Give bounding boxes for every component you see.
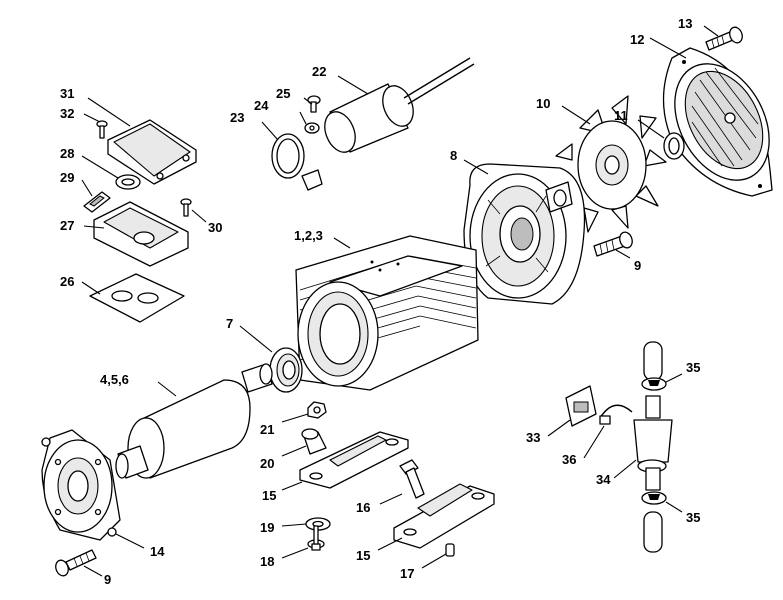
callout-22: 22 <box>312 64 326 79</box>
part-screw-25 <box>307 95 321 113</box>
part-foot-15-upper <box>299 431 409 489</box>
part-washer-11 <box>663 132 685 160</box>
callout-10: 10 <box>536 96 550 111</box>
callout-12: 12 <box>630 32 644 47</box>
callout-14: 14 <box>150 544 165 559</box>
callout-16: 16 <box>356 500 370 515</box>
part-screw-30 <box>180 198 192 217</box>
part-probe-36 <box>599 404 633 425</box>
callout-4-5-6: 4,5,6 <box>100 372 129 387</box>
part-screw-32 <box>96 120 108 139</box>
part-plate-29 <box>83 191 111 213</box>
part-terminal-box <box>93 201 189 267</box>
part-foot-15-lower <box>393 483 495 549</box>
part-screw-16 <box>399 459 425 499</box>
part-screw-9-front <box>55 549 97 577</box>
part-fan <box>555 95 667 233</box>
callout-9-front: 9 <box>104 572 111 587</box>
callout-35-lower: 35 <box>686 510 700 525</box>
callout-15-upper: 15 <box>262 488 276 503</box>
part-hose-clamp-35-upper <box>641 377 667 391</box>
callout-35-upper: 35 <box>686 360 700 375</box>
part-nut-24 <box>304 122 320 134</box>
callout-32: 32 <box>60 106 74 121</box>
callout-17: 17 <box>400 566 414 581</box>
part-gland-20 <box>301 428 327 455</box>
part-endshield-front <box>41 429 121 541</box>
callout-26: 26 <box>60 274 74 289</box>
callout-33: 33 <box>526 430 540 445</box>
part-bearing <box>269 347 303 393</box>
part-terminal-cover <box>107 119 197 185</box>
part-filter-34 <box>633 341 673 553</box>
callout-18: 18 <box>260 554 274 569</box>
leader-lines <box>81 25 719 577</box>
callout-24: 24 <box>254 98 269 113</box>
callout-20: 20 <box>260 456 274 471</box>
callout-11: 11 <box>614 108 628 123</box>
callout-21: 21 <box>260 422 274 437</box>
callout-36: 36 <box>562 452 576 467</box>
callout-15-lower: 15 <box>356 548 370 563</box>
callout-27: 27 <box>60 218 74 233</box>
part-fan-cover <box>662 47 773 197</box>
part-endshield-rear <box>463 163 586 305</box>
callout-28: 28 <box>60 146 74 161</box>
callout-13: 13 <box>678 16 692 31</box>
part-motor-housing <box>295 235 479 391</box>
part-pin-17 <box>445 543 455 557</box>
part-gasket-28 <box>115 174 141 190</box>
callout-1-2-3: 1,2,3 <box>294 228 323 243</box>
part-gasket-26 <box>89 273 185 323</box>
part-rotor <box>115 363 273 479</box>
part-nut-21 <box>307 401 327 419</box>
part-screw-13 <box>705 26 743 51</box>
part-clamp <box>271 133 323 191</box>
callout-34: 34 <box>596 472 611 487</box>
callout-23: 23 <box>230 110 244 125</box>
callout-25: 25 <box>276 86 290 101</box>
part-capacitor <box>324 57 475 153</box>
callout-9-rear: 9 <box>634 258 641 273</box>
part-screw-18 <box>307 525 325 551</box>
part-hose-clamp-35-lower <box>641 491 667 505</box>
callout-31: 31 <box>60 86 74 101</box>
callout-7: 7 <box>226 316 233 331</box>
callout-19: 19 <box>260 520 274 535</box>
part-bracket-33 <box>565 385 597 427</box>
callout-29: 29 <box>60 170 74 185</box>
callout-labels: 13 12 22 25 24 23 31 32 28 29 30 27 26 1… <box>60 16 700 587</box>
callout-8: 8 <box>450 148 457 163</box>
callout-30: 30 <box>208 220 222 235</box>
part-screw-9-rear <box>593 231 633 257</box>
